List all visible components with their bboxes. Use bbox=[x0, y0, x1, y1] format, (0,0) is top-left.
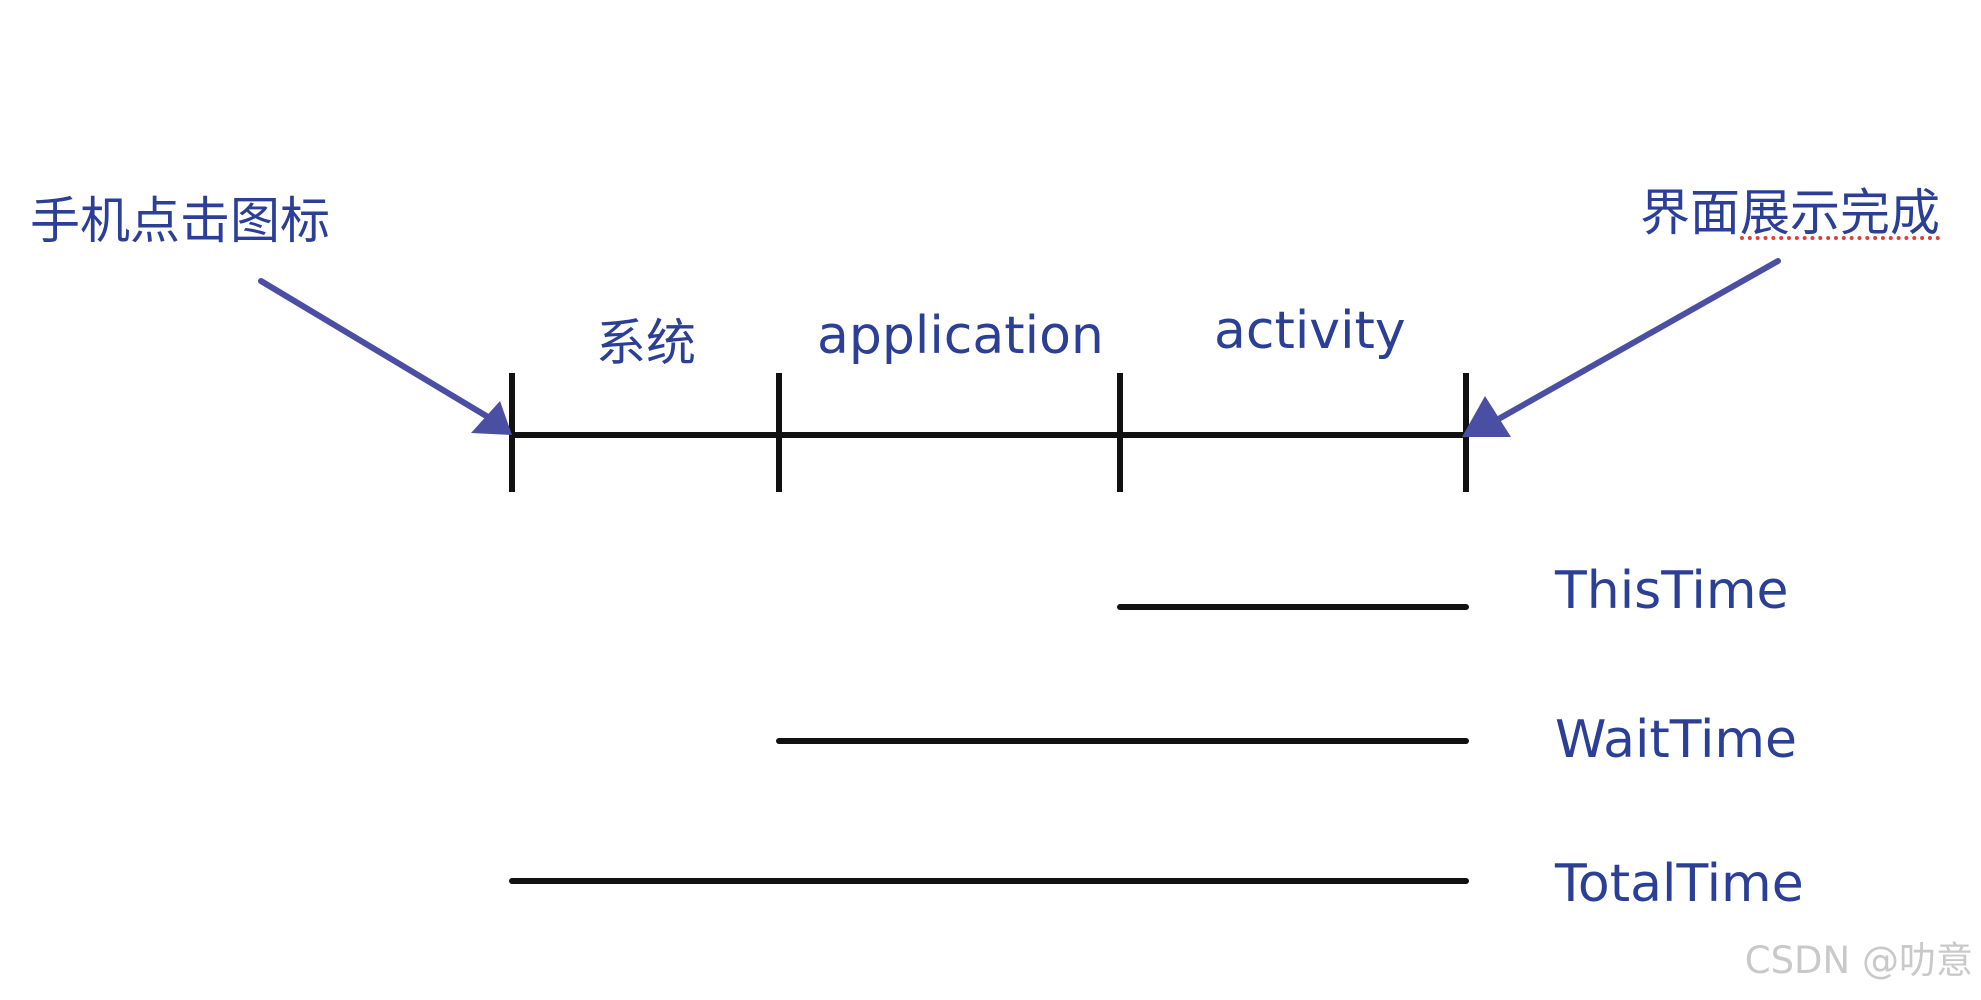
start-annotation: 手机点击图标 bbox=[30, 192, 330, 250]
end-arrow-shaft bbox=[1492, 258, 1781, 424]
segment-label-system: 系统 bbox=[596, 314, 696, 372]
end-annotation-underlined: 展示完成 bbox=[1740, 184, 1940, 242]
end-arrow-head bbox=[1462, 396, 1511, 437]
metric-label-total-time: TotalTime bbox=[1555, 854, 1804, 914]
start-arrow-head bbox=[471, 401, 512, 435]
end-annotation: 界面展示完成 bbox=[1640, 188, 1940, 238]
segment-label-application: application bbox=[817, 306, 1104, 366]
end-annotation-prefix: 界面 bbox=[1640, 184, 1740, 242]
watermark: CSDN @叻意 bbox=[1744, 939, 1973, 982]
metric-label-this-time: ThisTime bbox=[1555, 561, 1789, 621]
start-arrow-shaft bbox=[258, 278, 491, 420]
segment-label-activity: activity bbox=[1214, 301, 1406, 361]
metric-label-wait-time: WaitTime bbox=[1555, 710, 1798, 770]
